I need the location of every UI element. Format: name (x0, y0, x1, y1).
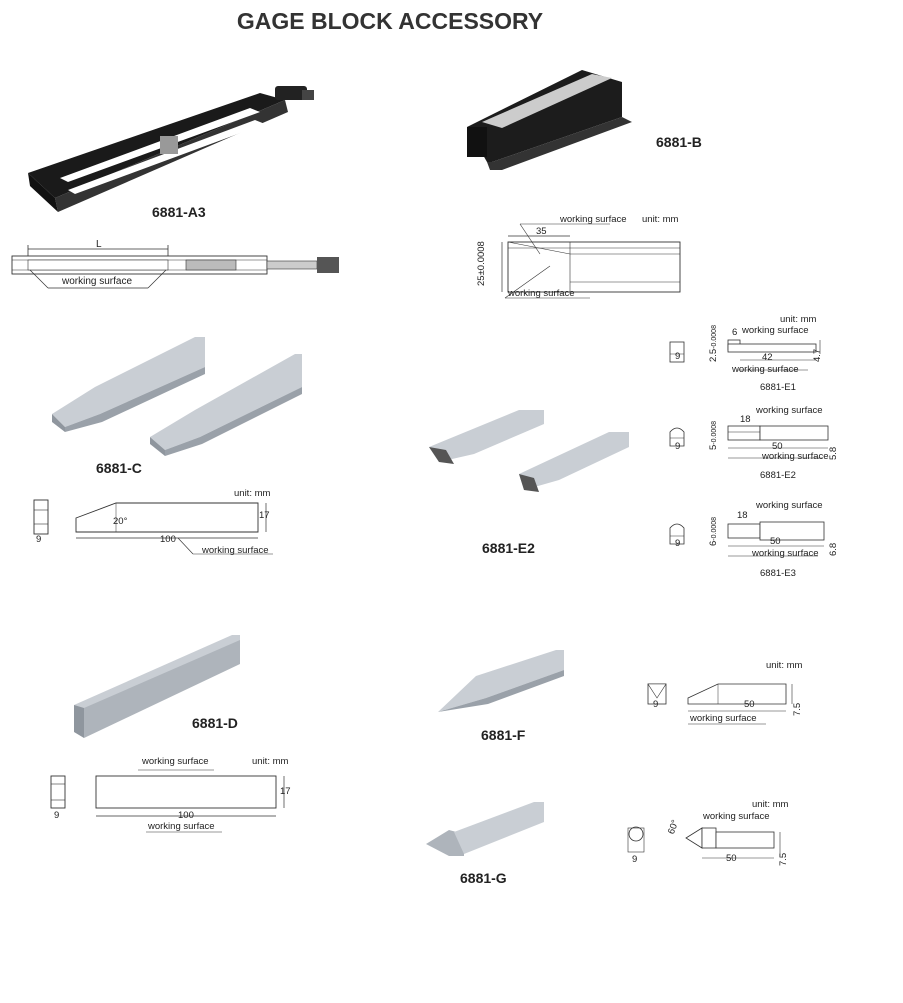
d-working-surface-top: working surface (142, 756, 209, 767)
d-working-surface-bottom: working surface (148, 821, 215, 832)
b-working-surface-top: working surface (560, 214, 627, 225)
e2-dim-h: 5-0.0008 (708, 420, 719, 450)
c-model-label: 6881-C (96, 460, 142, 476)
d-dim-17: 17 (280, 786, 291, 797)
e3-working-surface-bottom: working surface (752, 548, 819, 559)
page-title: GAGE BLOCK ACCESSORY (236, 8, 544, 34)
e2-name: 6881-E2 (760, 470, 796, 481)
a3-dim-l: L (96, 239, 102, 250)
f-dim-75: 7.5 (792, 702, 803, 716)
f-product-image (438, 650, 564, 712)
g-product-image (426, 802, 544, 856)
e2-working-surface-top: working surface (756, 405, 823, 416)
a3-working-surface: working surface (62, 276, 133, 287)
c-product-image (52, 337, 302, 456)
e2-working-surface-bottom: working surface (762, 451, 829, 462)
g-unit-label: unit: mm (752, 799, 789, 810)
b-dim-35: 35 (536, 226, 547, 237)
b-dim-height: 25±0.0008 (476, 241, 487, 286)
f-drawing (647, 683, 793, 725)
b-working-surface-bottom: working surface (508, 288, 575, 299)
e3-drawing (669, 521, 825, 557)
e2-drawing (669, 425, 829, 459)
e3-dim-b: 50 (770, 536, 781, 547)
g-dim-75: 7.5 (778, 852, 789, 866)
b-unit-label: unit: mm (642, 214, 679, 225)
g-dim-9: 9 (632, 854, 638, 865)
e1-dim-w: 9 (675, 351, 681, 362)
e3-dim-h: 6-0.0008 (708, 516, 719, 546)
c-drawing (33, 499, 273, 555)
e1-dim-h: 2.5-0.0008 (708, 325, 719, 362)
a3-drawing (11, 245, 339, 289)
c-working-surface: working surface (202, 545, 269, 556)
c-dim-17: 17 (259, 510, 270, 521)
d-drawing (50, 769, 285, 833)
g-dim-50: 50 (726, 853, 737, 864)
e1-working-surface-top: working surface (742, 325, 809, 336)
e3-dim-w: 9 (675, 538, 681, 549)
f-model-label: 6881-F (481, 727, 526, 743)
e3-name: 6881-E3 (760, 568, 796, 579)
e1-name: 6881-E1 (760, 382, 796, 393)
b-model-label: 6881-B (656, 134, 702, 150)
f-unit-label: unit: mm (766, 660, 803, 671)
e-model-label: 6881-E2 (482, 540, 535, 556)
e1-dim-a: 6 (732, 327, 738, 338)
g-drawing (627, 826, 781, 859)
f-dim-50: 50 (744, 699, 755, 710)
e3-dim-a: 18 (737, 510, 748, 521)
e2-dim-r: 5.8 (828, 446, 839, 460)
c-dim-100: 100 (160, 534, 176, 545)
e2-dim-a: 18 (740, 414, 751, 425)
d-dim-9: 9 (54, 810, 60, 821)
f-dim-9: 9 (653, 699, 659, 710)
e1-drawing (669, 339, 821, 371)
g-model-label: 6881-G (460, 870, 507, 886)
b-drawing (501, 223, 681, 299)
d-product-image (74, 635, 240, 738)
c-dim-20: 20° (113, 516, 128, 527)
a3-product-image (28, 86, 314, 212)
f-working-surface: working surface (690, 713, 757, 724)
e1-working-surface-bottom: working surface (732, 364, 799, 375)
e1-unit-label: unit: mm (780, 314, 817, 325)
e3-dim-r: 6.8 (828, 542, 839, 556)
c-unit-label: unit: mm (234, 488, 271, 499)
e-product-image (429, 410, 629, 492)
e2-dim-b: 50 (772, 441, 783, 452)
e2-dim-w: 9 (675, 441, 681, 452)
c-dim-9: 9 (36, 534, 42, 545)
d-unit-label: unit: mm (252, 756, 289, 767)
a3-model-label: 6881-A3 (152, 204, 206, 220)
e3-working-surface-top: working surface (756, 500, 823, 511)
d-model-label: 6881-D (192, 715, 238, 731)
e1-dim-b: 42 (762, 352, 773, 363)
e1-dim-r: 4.7 (812, 348, 823, 362)
g-working-surface: working surface (703, 811, 770, 822)
d-dim-100: 100 (178, 810, 194, 821)
b-product-image (467, 70, 632, 170)
